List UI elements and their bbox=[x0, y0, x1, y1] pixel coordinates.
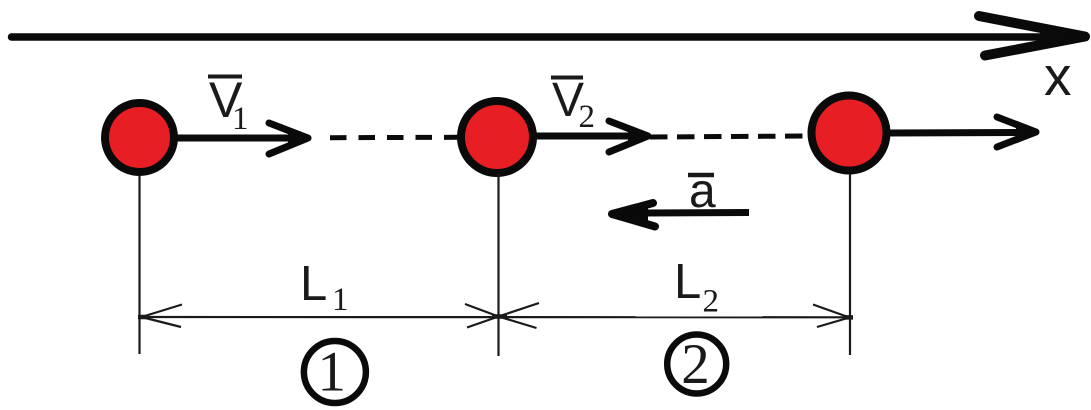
svg-text:1: 1 bbox=[332, 282, 349, 318]
svg-text:L: L bbox=[674, 255, 701, 309]
svg-text:L: L bbox=[300, 257, 327, 311]
svg-text:2: 2 bbox=[579, 99, 596, 135]
svg-text:2: 2 bbox=[681, 333, 710, 396]
svg-text:V: V bbox=[552, 74, 584, 127]
svg-text:1: 1 bbox=[318, 341, 347, 404]
svg-text:V: V bbox=[209, 72, 243, 128]
svg-text:1: 1 bbox=[232, 101, 249, 137]
svg-text:2: 2 bbox=[703, 284, 720, 320]
svg-text:x: x bbox=[1044, 45, 1072, 107]
